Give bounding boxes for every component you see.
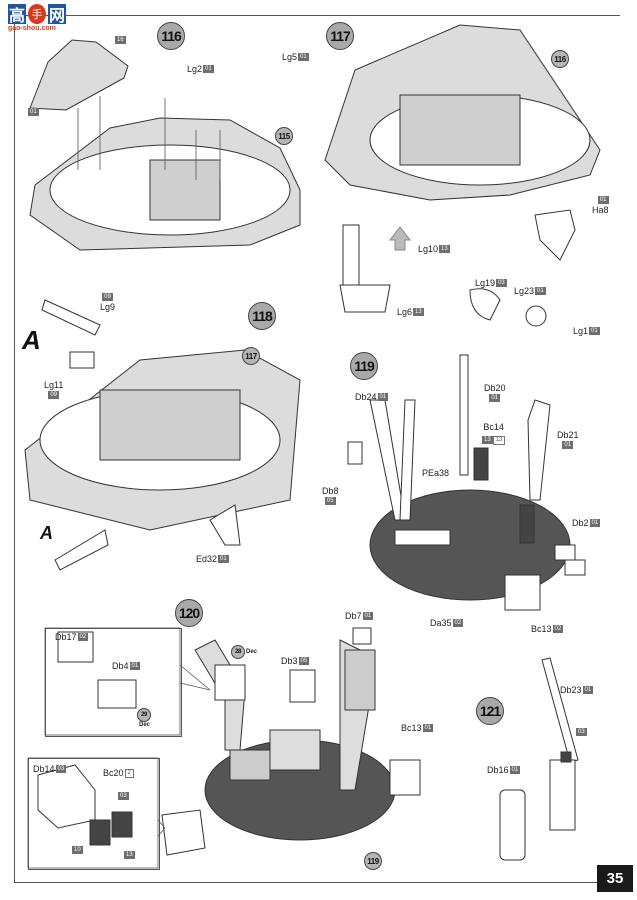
sprue-tag: 13 <box>124 851 135 859</box>
sprue-tag: 01 <box>28 108 39 116</box>
part-label-pea38: PEa38 <box>422 468 450 478</box>
watermark-glyph: 高 <box>8 4 26 25</box>
callout-a: A <box>22 325 41 355</box>
step-number-118: 118 <box>248 302 276 330</box>
decal-label: Dec <box>246 649 258 655</box>
sprue-tag: 10 <box>72 846 83 854</box>
ref-step-115: 115 <box>275 127 293 145</box>
page-number: 35 <box>597 865 633 892</box>
ref-step-117: 117 <box>242 347 260 365</box>
decal-label: Dec <box>139 722 151 728</box>
watermark-glyph: 网 <box>48 4 66 25</box>
step-number-119: 119 <box>350 352 378 380</box>
inset-panel-db4 <box>45 628 182 737</box>
step-number-120: 120 <box>175 599 203 627</box>
sprue-tag: 16 <box>115 36 126 44</box>
step-number-116: 116 <box>157 22 185 50</box>
watermark-url: gao-shou.com <box>8 25 56 32</box>
arrow-up-icon <box>388 226 412 251</box>
decal-28: 28 <box>231 645 245 659</box>
thumbs-up-icon: 手 <box>28 4 46 24</box>
step-number-121: 121 <box>476 697 504 725</box>
watermark-logo: 高 手 网 gao-shou.com <box>8 4 70 32</box>
sprue-tag: 03 <box>576 728 587 736</box>
ref-step-119: 119 <box>364 852 382 870</box>
inset-panel-db14 <box>28 758 160 870</box>
decal-29: 29 <box>137 708 151 722</box>
step-number-117: 117 <box>326 22 354 50</box>
hatch-cover-drawing <box>29 39 129 111</box>
lever-db23-drawing <box>541 657 579 763</box>
page-border <box>14 15 620 883</box>
sprue-tag: 03 <box>118 792 129 800</box>
ref-step-116: 116 <box>551 50 569 68</box>
callout-a-placement: A <box>40 523 53 543</box>
